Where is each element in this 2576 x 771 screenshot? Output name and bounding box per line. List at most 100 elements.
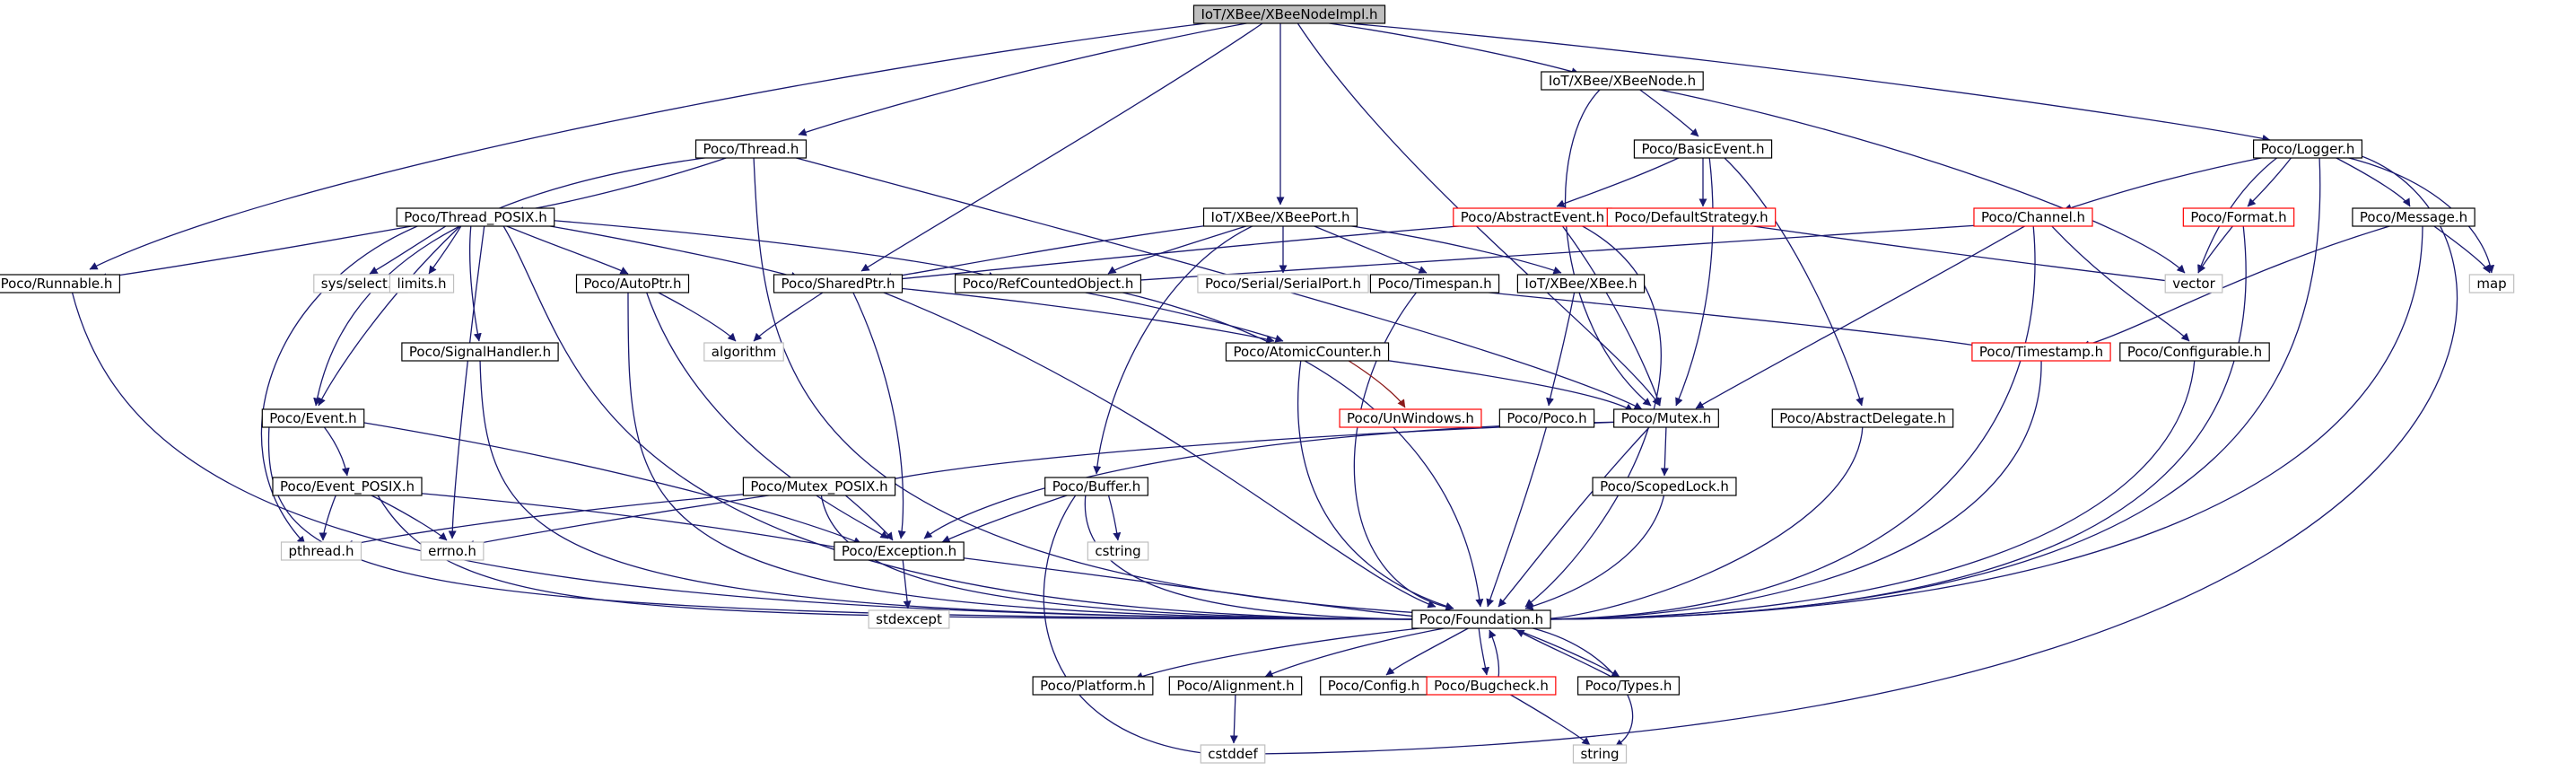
graph-edge-buffer-to-exception xyxy=(941,493,1073,543)
graph-node-timestamp[interactable]: Poco/Timestamp.h xyxy=(1971,342,2111,362)
graph-node-channel[interactable]: Poco/Channel.h xyxy=(1973,207,2093,227)
graph-edge-event-to-eventposix xyxy=(322,425,350,477)
graph-node-xbee[interactable]: IoT/XBee/XBee.h xyxy=(1516,274,1646,294)
graph-node-map: map xyxy=(2468,274,2515,294)
graph-node-signalhandler[interactable]: Poco/SignalHandler.h xyxy=(401,342,559,362)
graph-edge-mutex-to-scopedlock xyxy=(1660,425,1669,477)
graph-node-buffer[interactable]: Poco/Buffer.h xyxy=(1044,477,1148,496)
graph-edge-xbeenode-to-basicevent xyxy=(1637,87,1699,137)
graph-edge-threadposix-to-runnable xyxy=(98,223,423,282)
graph-node-label: Poco/DefaultStrategy.h xyxy=(1614,209,1768,225)
graph-edge-buffer-to-cstring xyxy=(1107,493,1122,541)
graph-node-logger[interactable]: Poco/Logger.h xyxy=(2253,139,2362,159)
graph-node-label: Poco/BasicEvent.h xyxy=(1641,141,1764,157)
graph-edge-exception-to-stdexcept xyxy=(902,557,912,609)
graph-node-eventposix[interactable]: Poco/Event_POSIX.h xyxy=(272,477,423,496)
graph-node-basicevent[interactable]: Poco/BasicEvent.h xyxy=(1633,139,1773,159)
graph-node-types[interactable]: Poco/Types.h xyxy=(1577,676,1680,696)
graph-edge-timestamp-to-foundation xyxy=(1533,358,2042,624)
graph-node-limits: limits.h xyxy=(389,274,455,294)
graph-edge-defaultstrategy-to-vector xyxy=(1740,223,2177,285)
graph-node-label: Poco/Serial/SerialPort.h xyxy=(1205,276,1361,292)
graph-node-label: Poco/Timespan.h xyxy=(1377,276,1491,292)
graph-edge-root-to-xbeenode xyxy=(1316,21,1580,76)
graph-node-scopedlock[interactable]: Poco/ScopedLock.h xyxy=(1592,477,1737,496)
graph-node-xbeeport[interactable]: IoT/XBee/XBeePort.h xyxy=(1202,207,1358,227)
graph-edge-event-to-exception xyxy=(358,421,862,545)
graph-node-unwindows[interactable]: Poco/UnWindows.h xyxy=(1339,408,1482,428)
graph-edge-threadposix-to-autoptr xyxy=(502,223,629,275)
graph-node-thread[interactable]: Poco/Thread.h xyxy=(694,139,808,159)
graph-edge-buffer-to-foundation xyxy=(1084,493,1428,624)
graph-node-label: Poco/AtomicCounter.h xyxy=(1233,344,1381,360)
graph-node-cstddef: cstddef xyxy=(1200,744,1266,764)
graph-edge-channel-to-refcounted xyxy=(1112,223,1993,286)
graph-node-foundation[interactable]: Poco/Foundation.h xyxy=(1411,609,1551,629)
graph-node-label: IoT/XBee/XBeeNode.h xyxy=(1549,73,1696,89)
graph-edge-xbeeport-to-buffer xyxy=(1093,223,1257,475)
graph-edge-mutexposix-to-foundation xyxy=(820,493,1428,624)
graph-edge-autoptr-to-algorithm xyxy=(654,290,737,342)
graph-node-root[interactable]: IoT/XBee/XBeeNodeImpl.h xyxy=(1192,4,1386,24)
graph-node-label: Poco/Thread.h xyxy=(703,141,799,157)
graph-node-label: Poco/AbstractDelegate.h xyxy=(1779,410,1945,426)
graph-node-label: Poco/AutoPtr.h xyxy=(584,276,682,292)
graph-edge-xbee-to-poco xyxy=(1546,290,1576,407)
graph-node-label: pthread.h xyxy=(289,543,354,559)
graph-node-sharedptr[interactable]: Poco/SharedPtr.h xyxy=(773,274,904,294)
graph-node-platform[interactable]: Poco/Platform.h xyxy=(1032,676,1154,696)
graph-node-abstractevent[interactable]: Poco/AbstractEvent.h xyxy=(1453,207,1612,227)
graph-edge-alignment-to-cstddef xyxy=(1229,692,1238,744)
graph-edge-threadposix-to-signalhandler xyxy=(469,223,482,342)
graph-node-configurable[interactable]: Poco/Configurable.h xyxy=(2119,342,2270,362)
graph-node-threadposix[interactable]: Poco/Thread_POSIX.h xyxy=(396,207,555,227)
graph-node-label: Poco/Logger.h xyxy=(2261,141,2355,157)
graph-edge-autoptr-to-exception xyxy=(645,290,889,539)
graph-node-timespan[interactable]: Poco/Timespan.h xyxy=(1369,274,1500,294)
graph-node-event[interactable]: Poco/Event.h xyxy=(261,408,365,428)
graph-node-exception[interactable]: Poco/Exception.h xyxy=(834,541,965,561)
graph-node-label: Poco/Foundation.h xyxy=(1419,611,1543,627)
graph-node-label: map xyxy=(2476,276,2506,292)
graph-edge-xbeeport-to-xbee xyxy=(1327,222,1562,275)
graph-node-autoptr[interactable]: Poco/AutoPtr.h xyxy=(575,274,690,294)
graph-node-defaultstrategy[interactable]: Poco/DefaultStrategy.h xyxy=(1606,207,1777,227)
graph-node-message[interactable]: Poco/Message.h xyxy=(2352,207,2476,227)
graph-node-config[interactable]: Poco/Config.h xyxy=(1320,676,1428,696)
graph-node-runnable[interactable]: Poco/Runnable.h xyxy=(0,274,121,294)
graph-edge-message-to-timestamp xyxy=(2081,223,2397,349)
graph-edge-refcounted-to-atomiccounter xyxy=(1076,290,1284,343)
graph-edge-buffer-to-cstddef xyxy=(1043,493,1212,758)
graph-node-label: Poco/Event_POSIX.h xyxy=(280,478,415,495)
graph-edge-threadposix-to-event xyxy=(318,223,463,407)
graph-node-label: errno.h xyxy=(428,543,476,559)
graph-node-poco[interactable]: Poco/Poco.h xyxy=(1498,408,1595,428)
graph-node-xbeenode[interactable]: IoT/XBee/XBeeNode.h xyxy=(1541,71,1704,91)
graph-edge-sharedptr-to-foundation xyxy=(878,290,1436,609)
graph-edge-types-to-foundation xyxy=(1515,629,1616,679)
graph-node-label: IoT/XBee/XBee.h xyxy=(1524,276,1637,292)
graph-node-label: Poco/Timestamp.h xyxy=(1979,344,2103,360)
graph-edge-abstractevent-to-sharedptr xyxy=(887,223,1481,284)
graph-edge-foundation-to-alignment xyxy=(1264,626,1454,678)
edges-layer xyxy=(71,21,2495,758)
graph-edge-xbeeport-to-sharedptr xyxy=(883,222,1230,282)
graph-edge-threadposix-to-errno xyxy=(448,223,485,539)
graph-node-label: Poco/Mutex_POSIX.h xyxy=(750,478,887,495)
graph-edge-refcounted-to-foundation xyxy=(1098,286,1484,608)
graph-node-abstractdelegate[interactable]: Poco/AbstractDelegate.h xyxy=(1771,408,1954,428)
graph-node-format[interactable]: Poco/Format.h xyxy=(2182,207,2295,227)
graph-edge-channel-to-mutex xyxy=(1695,223,2029,409)
graph-node-mutex[interactable]: Poco/Mutex.h xyxy=(1613,408,1719,428)
graph-node-refcounted[interactable]: Poco/RefCountedObject.h xyxy=(954,274,1142,294)
graph-edge-basicevent-to-mutex xyxy=(1675,155,1714,407)
graph-node-bugcheck[interactable]: Poco/Bugcheck.h xyxy=(1426,676,1557,696)
graph-edge-message-to-map xyxy=(2431,223,2491,274)
graph-edge-mutex-to-foundation xyxy=(1498,425,1652,608)
graph-node-atomiccounter[interactable]: Poco/AtomicCounter.h xyxy=(1225,342,1390,362)
graph-edge-sharedptr-to-algorithm xyxy=(753,290,826,342)
graph-node-algorithm: algorithm xyxy=(703,342,784,362)
graph-node-mutexposix[interactable]: Poco/Mutex_POSIX.h xyxy=(742,477,896,496)
graph-node-alignment[interactable]: Poco/Alignment.h xyxy=(1168,676,1303,696)
graph-edge-threadposix-to-refcounted xyxy=(533,218,997,280)
